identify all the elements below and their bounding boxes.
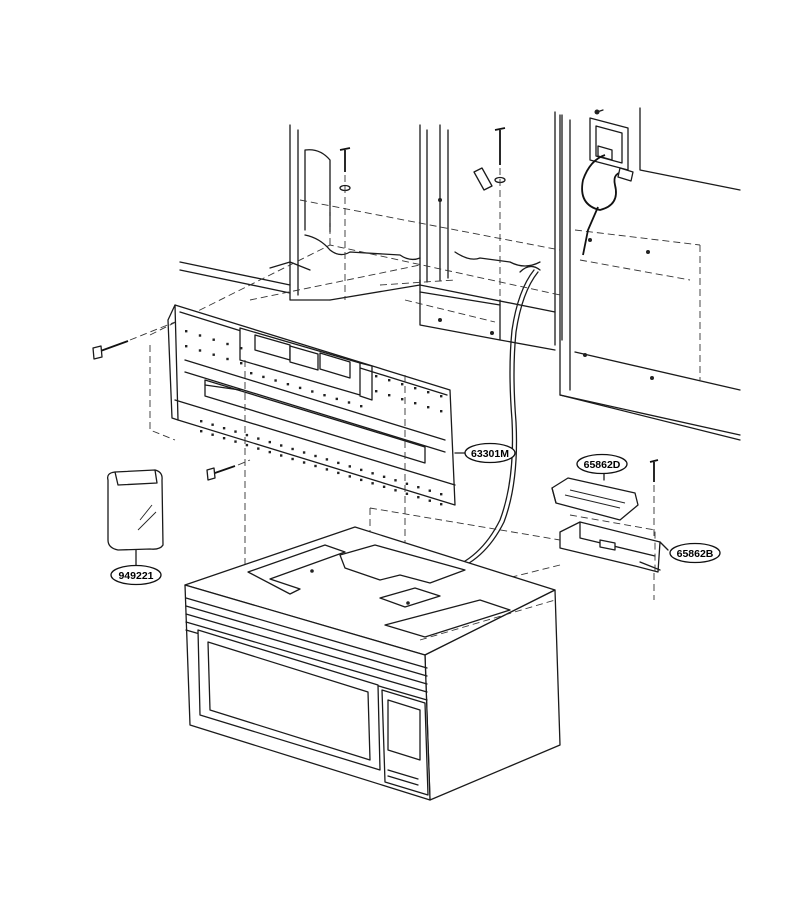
plate-hole: [268, 450, 271, 454]
plate-hole: [337, 461, 340, 465]
microwave-oven: [184, 526, 561, 801]
plate-hole: [325, 458, 329, 461]
plate-hole: [240, 362, 243, 365]
plate-hole: [382, 485, 386, 488]
plate-hole: [375, 375, 378, 378]
label-63301M: 63301M: [454, 442, 516, 464]
plate-hole: [198, 349, 202, 352]
alignment-lines: [244, 279, 496, 650]
plate-hole: [440, 410, 443, 413]
plate-hole: [198, 334, 202, 337]
plate-hole: [360, 468, 363, 472]
plate-hole: [348, 475, 351, 478]
plate-hole: [234, 430, 237, 433]
plate-hole: [234, 440, 237, 443]
plate-hole: [262, 375, 265, 379]
plate-hole: [286, 383, 290, 386]
plate-hole: [212, 338, 215, 341]
plate-hole: [185, 345, 188, 348]
plate-hole: [291, 457, 294, 461]
plate-hole: [394, 479, 397, 482]
plate-hole: [222, 427, 226, 430]
plate-hole: [401, 398, 404, 401]
plate-hole: [323, 394, 326, 397]
right-wall-cabinet: [559, 107, 741, 441]
plate-hole: [222, 437, 226, 440]
plate-hole: [211, 423, 214, 426]
cover-65862D: [551, 467, 639, 521]
plate-hole: [291, 447, 294, 451]
plate-holes: [185, 330, 443, 506]
plate-hole: [302, 451, 306, 454]
plate-hole: [200, 420, 203, 423]
plate-hole: [427, 391, 430, 394]
plate-hole: [314, 454, 317, 458]
plate-hole: [325, 468, 329, 471]
label-63301M-text: 63301M: [471, 448, 509, 460]
plate-hole: [314, 464, 317, 468]
power-cord: [581, 154, 634, 256]
side-bolts: [92, 321, 251, 481]
plate-hole: [240, 347, 243, 350]
label-65862D: 65862D: [576, 453, 628, 475]
plate-hole: [348, 465, 351, 468]
plate-hole: [428, 499, 431, 502]
plate-hole: [212, 353, 215, 356]
plate-hole: [440, 503, 443, 506]
plate-hole: [428, 489, 431, 492]
upper-cabinet: [149, 111, 563, 351]
plate-hole: [302, 461, 306, 464]
plate-hole: [417, 486, 420, 489]
plate-hole: [311, 390, 314, 393]
plate-hole: [440, 493, 443, 496]
plate-hole: [417, 496, 420, 499]
plate-hole: [280, 454, 283, 457]
cover-screw: [649, 459, 659, 600]
plate-hole: [440, 395, 443, 398]
plate-hole: [360, 405, 363, 408]
plate-hole: [371, 472, 374, 475]
plate-hole: [298, 386, 302, 390]
bag-949221: [107, 469, 164, 567]
plate-hole: [405, 492, 409, 495]
plate-hole: [245, 433, 249, 437]
plate-hole: [245, 443, 249, 447]
plate-hole: [427, 406, 430, 409]
plate-hole: [257, 447, 260, 450]
plate-hole: [360, 478, 363, 482]
plate-hole: [414, 402, 417, 405]
top-screws: [339, 127, 506, 300]
plate-hole: [200, 430, 203, 433]
mounting-plate-63301M: [167, 304, 456, 506]
plate-hole: [347, 401, 351, 404]
plate-hole: [250, 372, 253, 375]
plate-hole: [226, 342, 229, 346]
plate-hole: [257, 437, 260, 440]
plate-hole: [211, 433, 214, 436]
label-949221: 949221: [110, 564, 162, 586]
label-65862B: 65862B: [669, 542, 721, 564]
plate-hole: [375, 390, 378, 393]
plate-hole: [337, 471, 340, 475]
plate-hole: [335, 397, 338, 401]
plate-hole: [401, 383, 404, 386]
plate-hole: [280, 444, 283, 447]
plate-hole: [405, 482, 409, 485]
plate-hole: [268, 440, 271, 444]
plate-hole: [185, 330, 188, 333]
plate-hole: [371, 482, 374, 485]
label-949221-text: 949221: [118, 570, 153, 582]
plate-hole: [274, 379, 277, 382]
plate-hole: [388, 379, 391, 382]
plate-hole: [382, 475, 386, 478]
plate-hole: [414, 387, 417, 390]
label-65862D-text: 65862D: [584, 459, 621, 471]
label-65862B-text: 65862B: [677, 548, 714, 560]
plate-hole: [388, 394, 391, 397]
plate-hole: [394, 489, 397, 492]
plate-hole: [226, 357, 229, 361]
